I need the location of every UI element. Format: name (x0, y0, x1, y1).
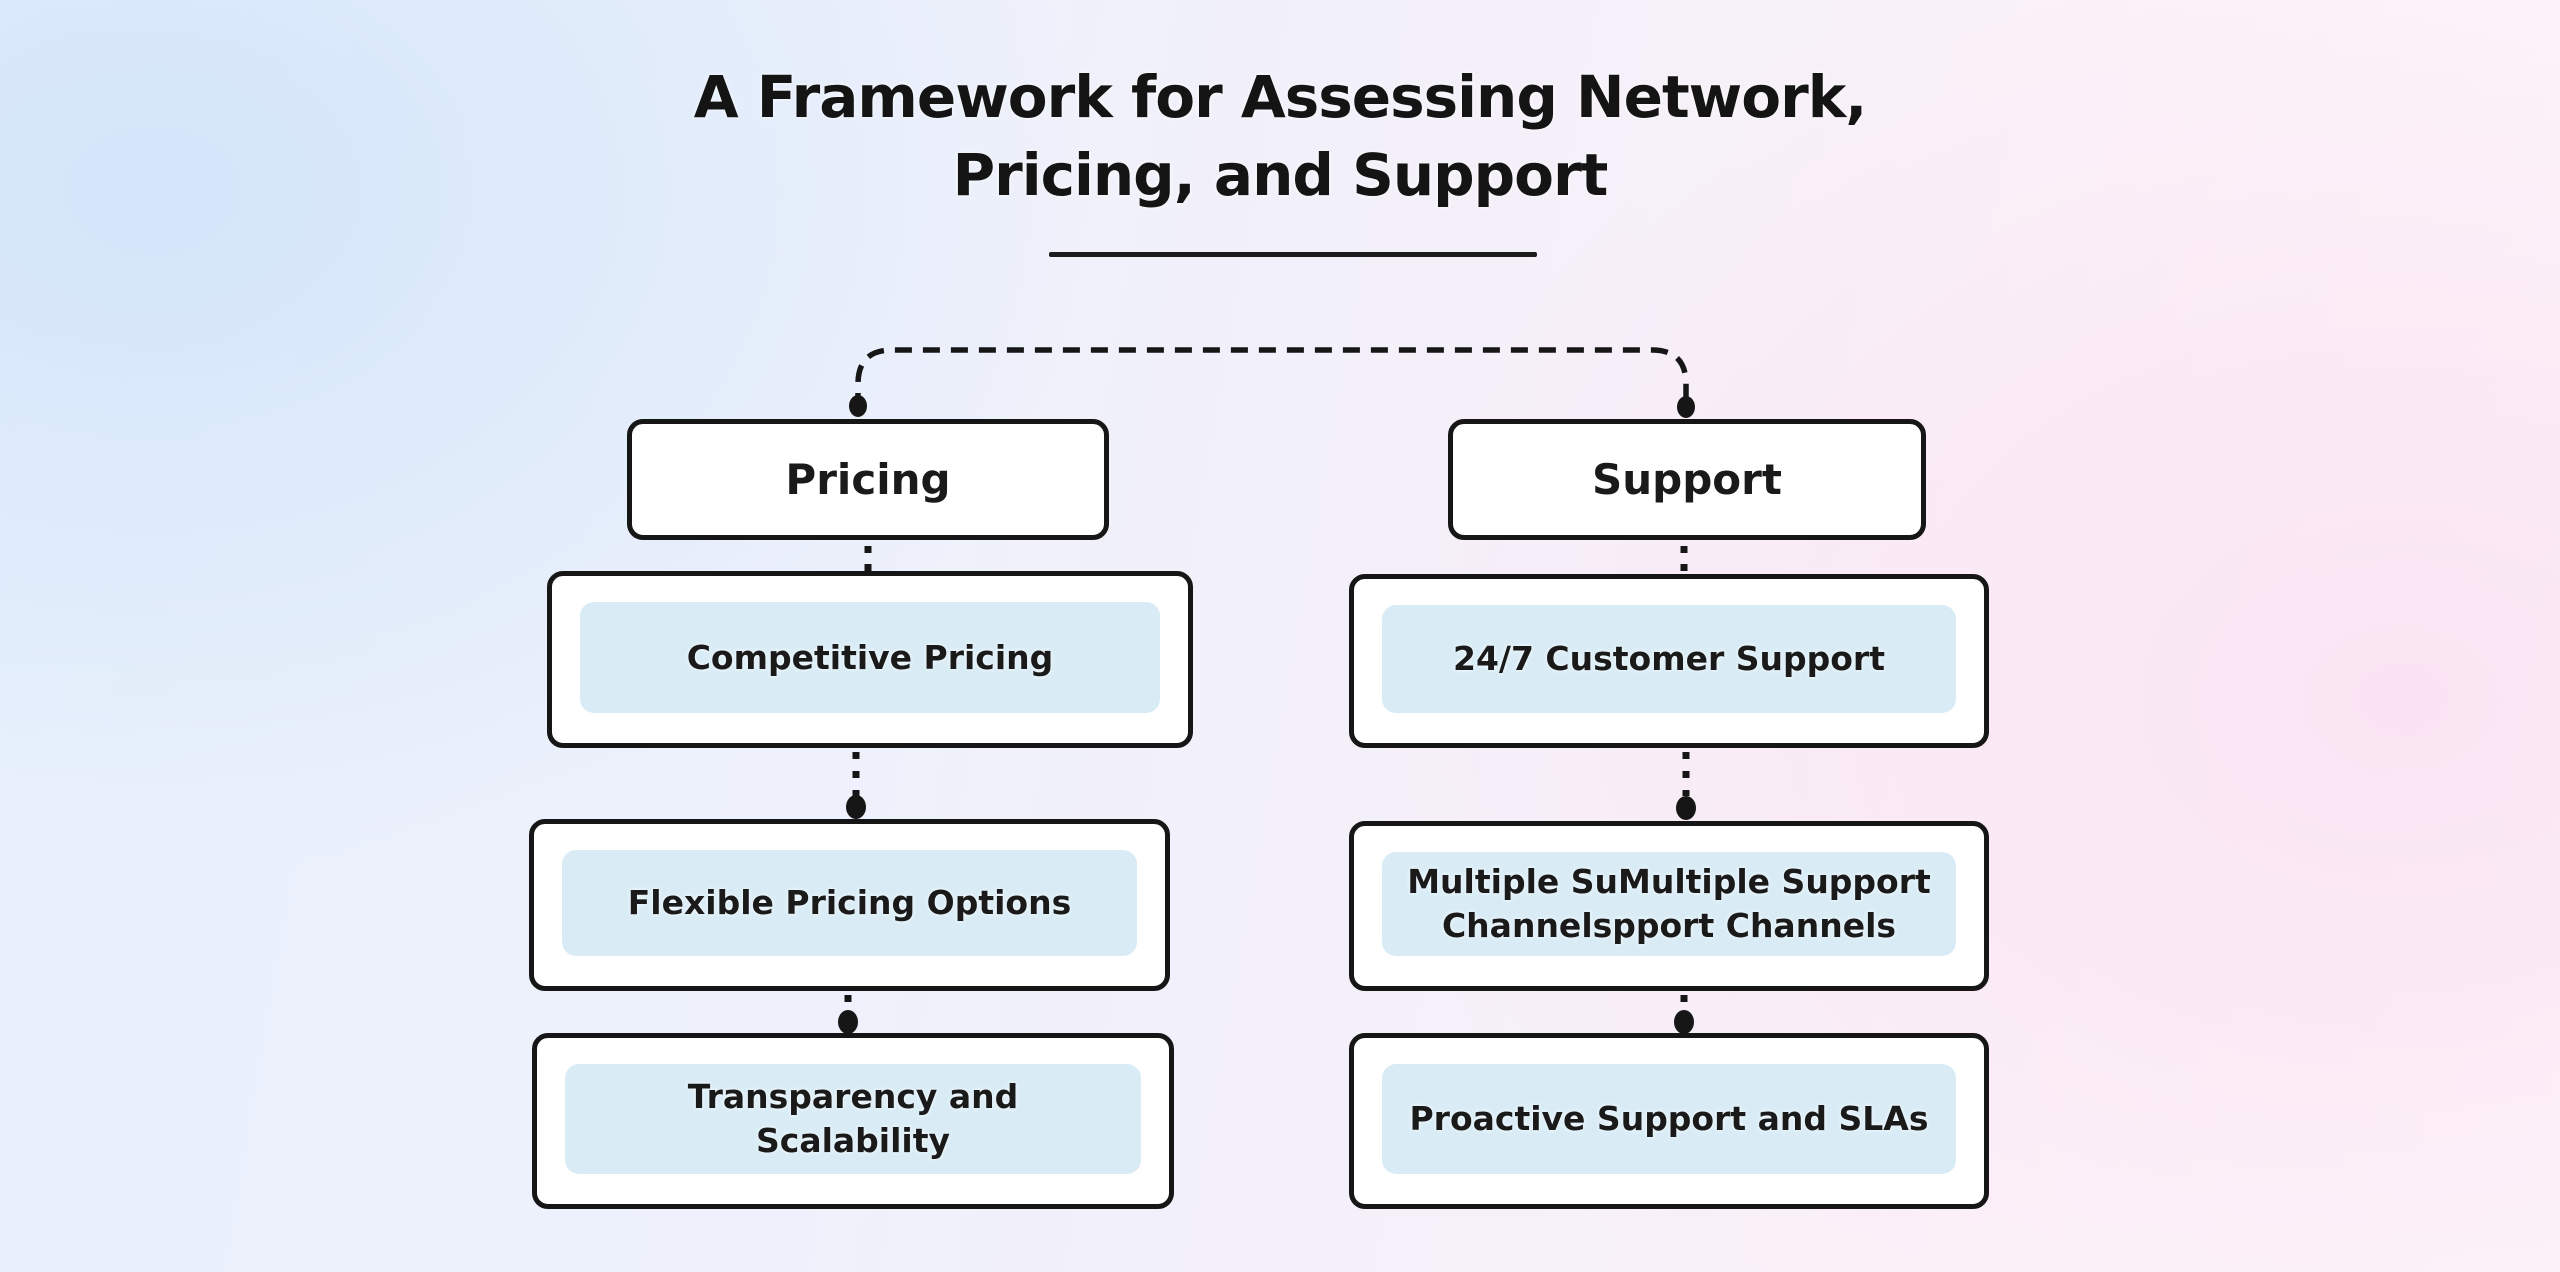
edge-endpoint-dot (1676, 796, 1696, 820)
connector-bracket-pricing-support (855, 347, 1689, 410)
node-flexible-pricing-options-panel: Flexible Pricing Options (562, 850, 1137, 956)
node-pricing-label: Pricing (785, 455, 951, 504)
node-flexible-pricing-options-label: Flexible Pricing Options (627, 883, 1072, 922)
node-support-channels-label: Multiple SuMultiple Support Channelsppor… (1407, 862, 1931, 945)
edge-endpoint-dot (1677, 396, 1695, 418)
edge-endpoint-dot (846, 795, 866, 819)
node-support-label: Support (1592, 455, 1782, 504)
node-flexible-pricing-options: Flexible Pricing Options (529, 819, 1170, 991)
node-competitive-pricing-panel: Competitive Pricing (580, 602, 1160, 713)
title-underline (1049, 252, 1537, 257)
node-customer-support-panel: 24/7 Customer Support (1382, 605, 1956, 713)
edge-endpoint-dot (849, 395, 867, 417)
node-competitive-pricing-label: Competitive Pricing (686, 637, 1054, 677)
node-support-channels: Multiple SuMultiple Support Channelsppor… (1349, 821, 1989, 991)
node-customer-support-label: 24/7 Customer Support (1453, 639, 1885, 678)
node-transparency-scalability: Transparency and Scalability (532, 1033, 1174, 1209)
diagram-title: A Framework for Assessing Network, Prici… (693, 63, 1868, 209)
node-proactive-support: Proactive Support and SLAs (1349, 1033, 1989, 1209)
node-transparency-scalability-panel: Transparency and Scalability (565, 1064, 1141, 1174)
edge-endpoint-dot (838, 1010, 858, 1034)
node-pricing: Pricing (627, 419, 1109, 540)
node-competitive-pricing: Competitive Pricing (547, 571, 1193, 748)
node-support: Support (1448, 419, 1926, 540)
node-proactive-support-label: Proactive Support and SLAs (1409, 1099, 1929, 1138)
node-transparency-scalability-label: Transparency and Scalability (687, 1077, 1019, 1160)
node-customer-support: 24/7 Customer Support (1349, 574, 1989, 748)
node-proactive-support-panel: Proactive Support and SLAs (1382, 1064, 1956, 1174)
node-support-channels-panel: Multiple SuMultiple Support Channelsppor… (1382, 852, 1956, 956)
edge-endpoint-dot (1674, 1010, 1694, 1034)
